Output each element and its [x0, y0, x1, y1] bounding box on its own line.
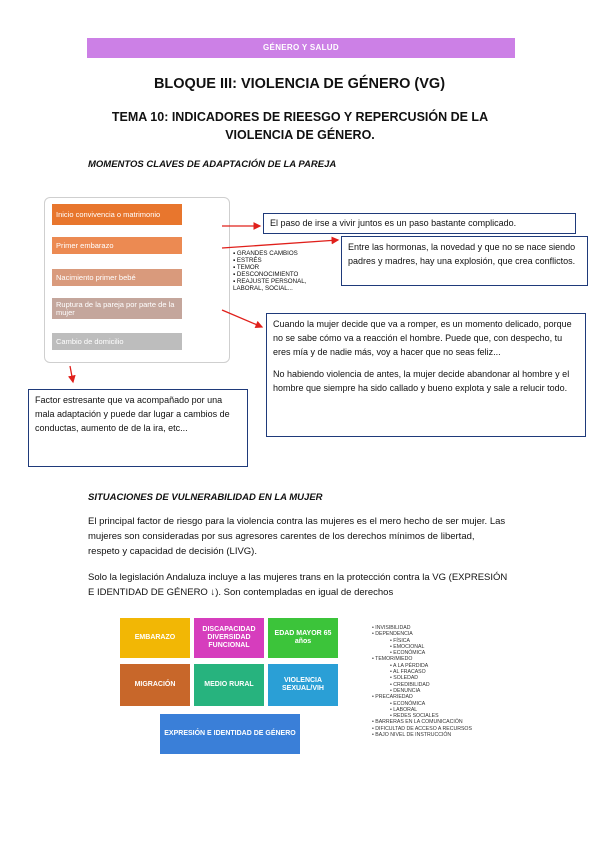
note-ruptura-paragraph-2: No habiendo violencia de antes, la mujer…	[273, 369, 570, 393]
vuln-list-item: DIFICULTAD DE ACCESO A RECURSOS	[372, 726, 472, 732]
vuln-list-item: PRECARIEDAD	[372, 694, 472, 700]
vuln-list-item: ECONÓMICA	[372, 701, 472, 707]
step-inicio-convivencia: Inicio convivencia o matrimonio	[52, 204, 182, 225]
page-title: BLOQUE III: VIOLENCIA DE GÉNERO (VG)	[153, 76, 446, 92]
arrow-to-box3	[221, 309, 264, 329]
section-heading-adaptation: MOMENTOS CLAVES DE ADAPTACIÓN DE LA PARE…	[88, 159, 337, 170]
vuln-violencia-sexual: VIOLENCIA SEXUAL/VIH	[268, 664, 338, 706]
steps-frame	[44, 197, 230, 363]
step-nacimiento-bebe: Nacimiento primer bebé	[52, 269, 182, 286]
vuln-list-item: SOLEDAD	[372, 675, 472, 681]
vuln-list-item: DEPENDENCIA	[372, 631, 472, 637]
note-box-convivencia: El paso de irse a vivir juntos es un pas…	[263, 213, 576, 234]
vuln-list-item: CREDIBILIDAD	[372, 682, 472, 688]
bullet-item: GRANDES CAMBIOS	[233, 250, 325, 257]
header-bar: GÉNERO Y SALUD	[87, 38, 515, 58]
vuln-list-item: ECONÓMICA	[372, 650, 472, 656]
bullet-item: REAJUSTE PERSONAL, LABORAL, SOCIAL...	[233, 278, 325, 292]
vuln-expresion-identidad: EXPRESIÓN E IDENTIDAD DE GÉNERO	[160, 714, 300, 754]
stress-bullet-list: GRANDES CAMBIOS ESTRÉS TEMOR DESCONOCIMI…	[233, 250, 325, 292]
vuln-list-item: BARRERAS EN LA COMUNICACIÓN	[372, 719, 472, 725]
paragraph-risk-factor: El principal factor de riesgo para la vi…	[88, 516, 506, 557]
vuln-list-item: A LA PÉRDIDA	[372, 663, 472, 669]
vuln-list-item: BAJO NIVEL DE INSTRUCCIÓN	[372, 732, 472, 738]
vuln-list-item: DENUNCIA	[372, 688, 472, 694]
vuln-list-item: INVISIBILIDAD	[372, 625, 472, 631]
vuln-list-item: LABORAL	[372, 707, 472, 713]
vuln-migracion: MIGRACIÓN	[120, 664, 190, 706]
bullet-item: TEMOR	[233, 264, 325, 271]
step-cambio-domicilio: Cambio de domicilio	[52, 333, 182, 350]
vuln-edad-mayor: EDAD MAYOR 65 años	[268, 618, 338, 658]
vuln-list-item: AL FRACASO	[372, 669, 472, 675]
arrow-to-box2	[221, 236, 340, 249]
vuln-list-item: TEMOR/MIEDO	[372, 656, 472, 662]
vuln-embarazo: EMBARAZO	[120, 618, 190, 658]
bullet-item: DESCONOCIMIENTO	[233, 271, 325, 278]
page-subtitle: TEMA 10: INDICADORES DE RIEESGO Y REPERC…	[60, 108, 540, 144]
note-box-factor-estresante: Factor estresante que va acompañado por …	[28, 389, 248, 467]
note-box-embarazo: Entre las hormonas, la novedad y que no …	[341, 236, 588, 286]
section-heading-vulnerability: SITUACIONES DE VULNERABILIDAD EN LA MUJE…	[88, 492, 323, 503]
paragraph-andalusian-law: Solo la legislación Andaluza incluye a l…	[88, 572, 508, 598]
step-ruptura-pareja: Ruptura de la pareja por parte de la muj…	[52, 298, 182, 319]
vuln-list-item: FÍSICA	[372, 638, 472, 644]
bullet-item: ESTRÉS	[233, 257, 325, 264]
subtitle-line-1: TEMA 10: INDICADORES DE RIEESGO Y REPERC…	[111, 110, 489, 124]
vuln-medio-rural: MEDIO RURAL	[194, 664, 264, 706]
step-primer-embarazo: Primer embarazo	[52, 237, 182, 254]
note-box-ruptura: Cuando la mujer decide que va a romper, …	[266, 313, 586, 437]
arrow-to-box4	[67, 365, 76, 384]
vuln-list-item: REDES SOCIALES	[372, 713, 472, 719]
note-ruptura-paragraph-1: Cuando la mujer decide que va a romper, …	[273, 319, 572, 357]
vuln-list-item: EMOCIONAL	[372, 644, 472, 650]
vulnerability-factor-list: INVISIBILIDADDEPENDENCIAFÍSICAEMOCIONALE…	[372, 625, 472, 738]
vuln-discapacidad: DISCAPACIDAD DIVERSIDAD FUNCIONAL	[194, 618, 264, 658]
subtitle-line-2: VIOLENCIA DE GÉNERO.	[225, 128, 375, 142]
